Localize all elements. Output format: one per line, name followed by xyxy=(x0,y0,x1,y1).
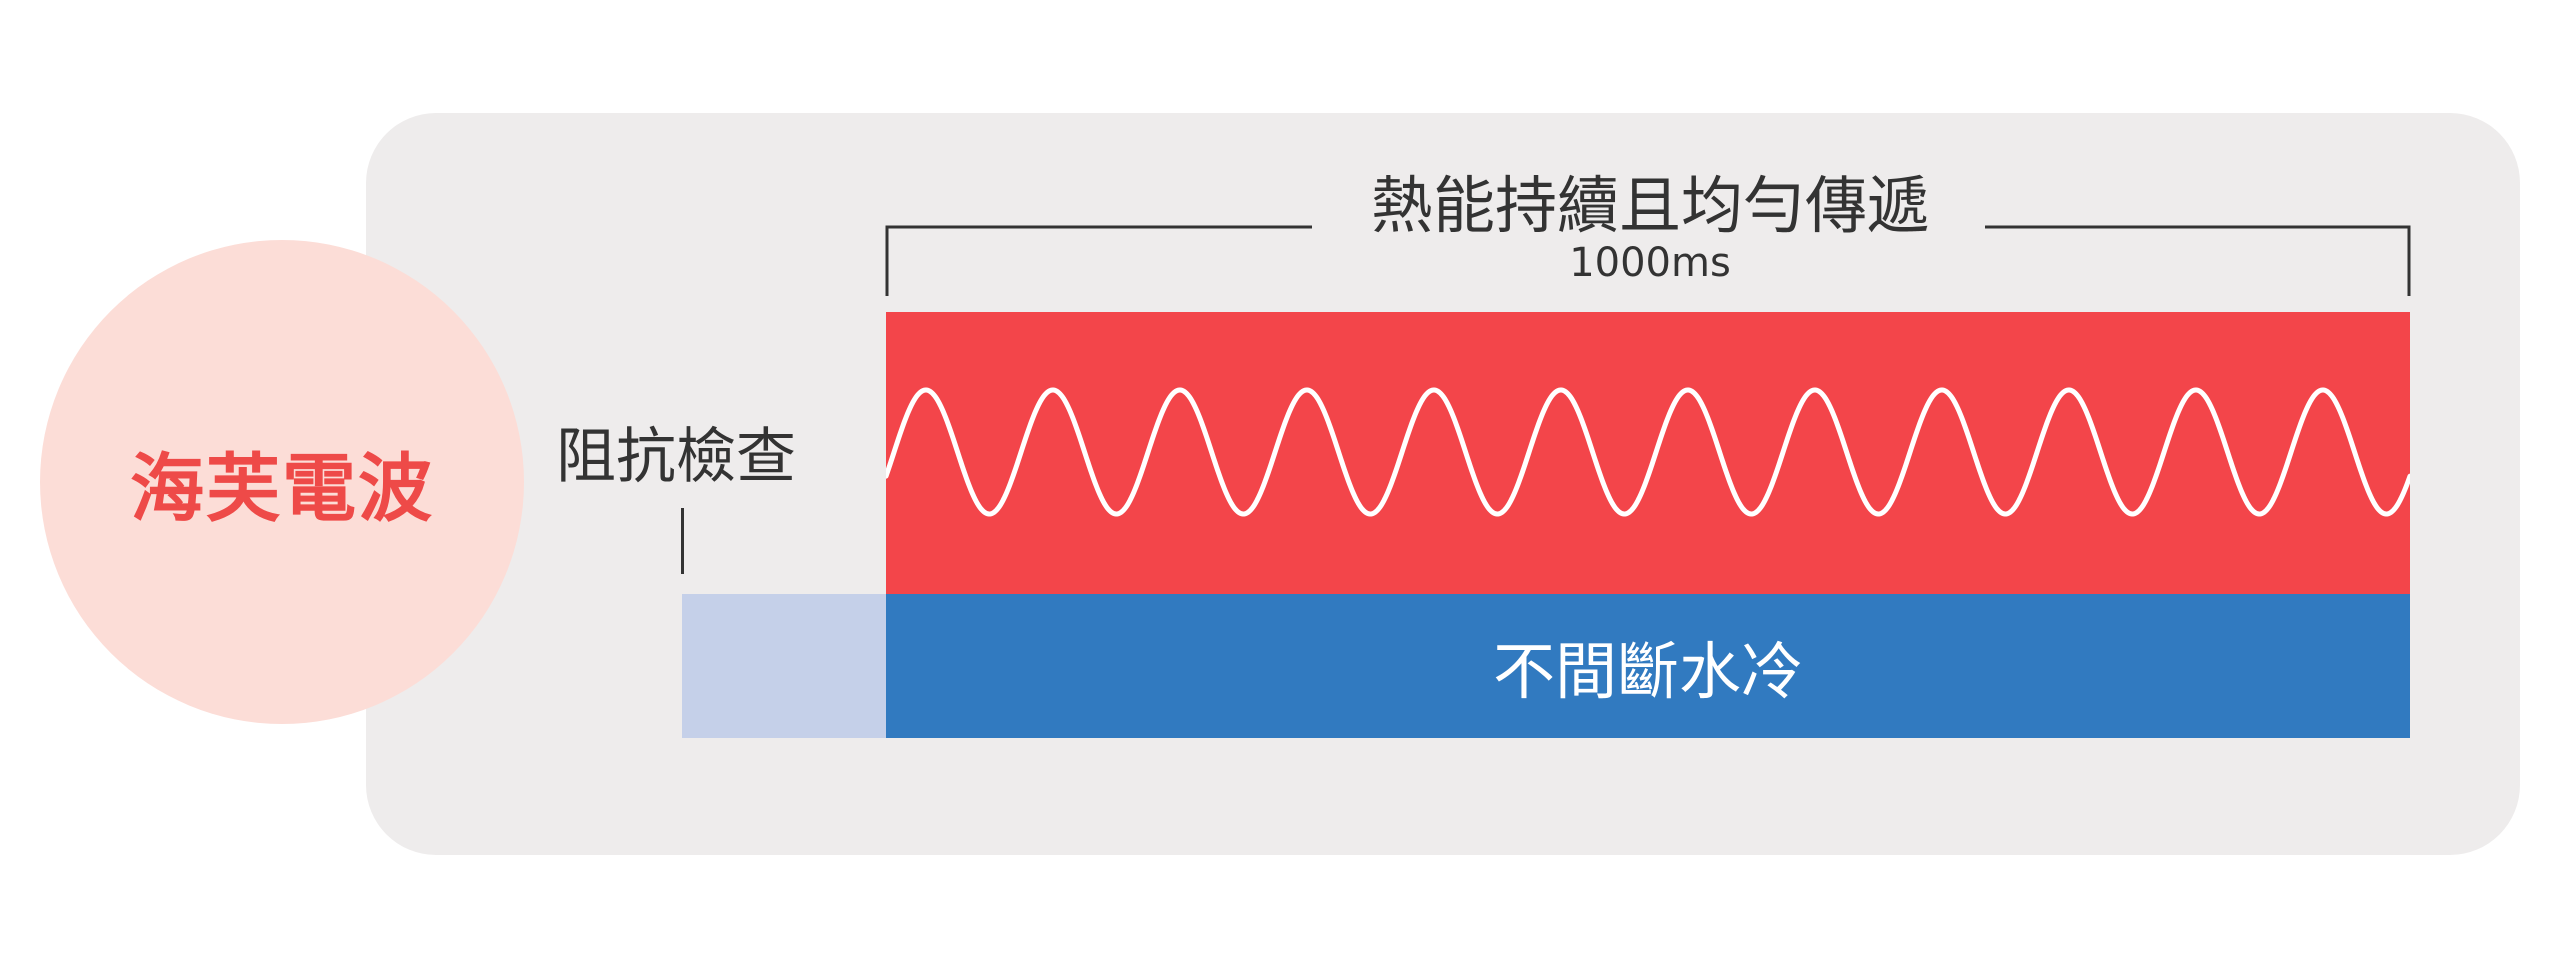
brand-circle: 海芙電波 xyxy=(40,240,524,724)
heat-title: 熱能持續且均勻傳遞 xyxy=(1370,169,1929,242)
cooling-bar: 不間斷水冷 xyxy=(886,594,2410,738)
bracket-right xyxy=(1985,225,2411,296)
impedance-check-label: 阻抗檢查 xyxy=(556,422,796,492)
cooling-label: 不間斷水冷 xyxy=(1492,635,1803,708)
bracket-left xyxy=(885,225,1312,296)
impedance-tick xyxy=(681,508,684,574)
impedance-bar xyxy=(682,594,886,738)
heat-bar xyxy=(886,312,2410,594)
duration-label: 1000ms xyxy=(1569,240,1731,286)
heat-wave xyxy=(886,387,2410,517)
sine-wave xyxy=(886,387,2410,517)
brand-label: 海芙電波 xyxy=(130,445,434,532)
